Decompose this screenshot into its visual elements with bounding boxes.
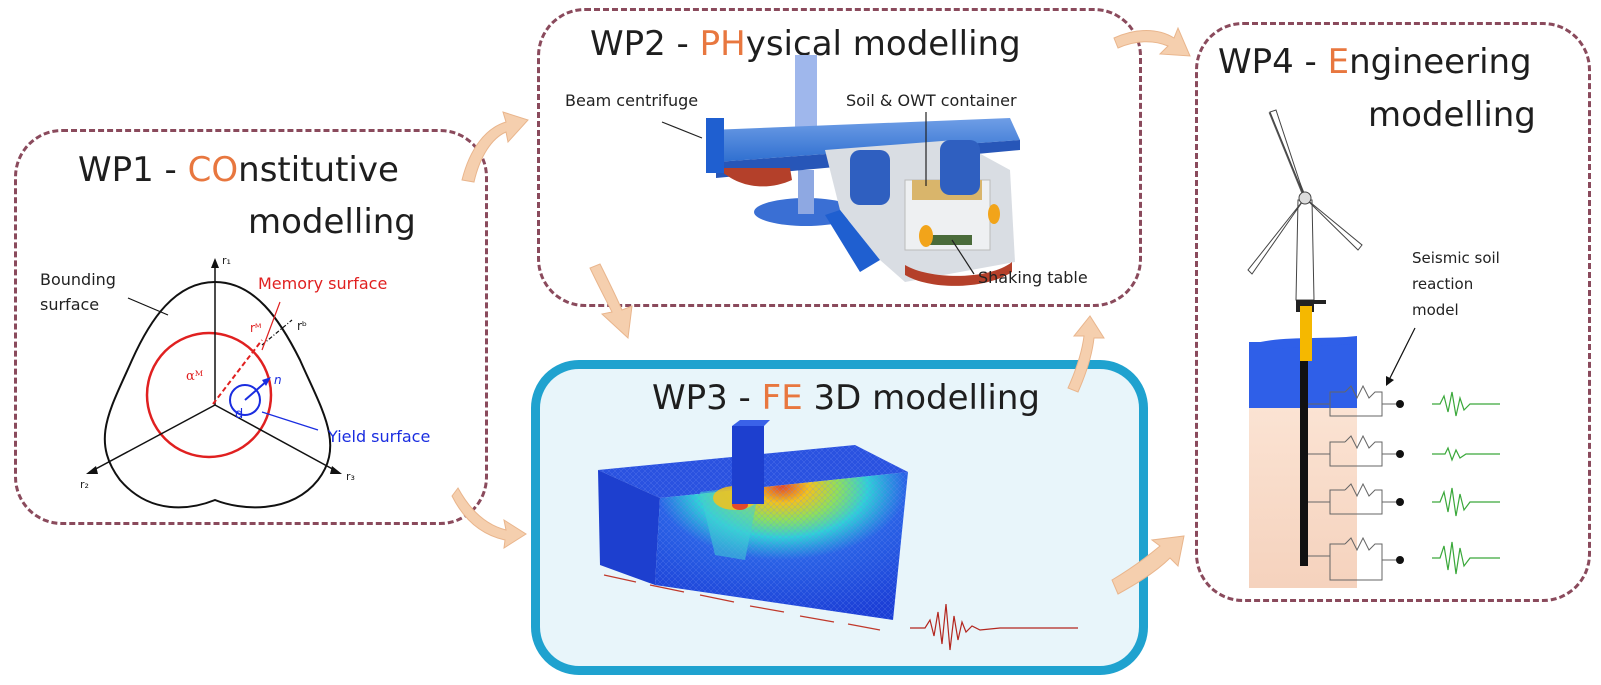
wp4-title: WP4 - Engineering [1218, 42, 1532, 82]
wp2-title-highlight: PH [699, 24, 746, 64]
seismic-signal [910, 603, 1078, 651]
wp1-diagram [86, 258, 342, 509]
wp2-panel [537, 8, 1142, 307]
seismic-label-line2: reaction [1412, 275, 1473, 293]
r3-label: r₃ [346, 470, 355, 483]
n-label: n [274, 373, 282, 387]
wp4-panel [1195, 22, 1591, 602]
wp4-title-line2: modelling [1368, 95, 1536, 135]
arrow-wp2-to-wp3 [589, 263, 633, 340]
wp4-title-rest: ngineering [1349, 42, 1532, 82]
wp1-title-prefix: WP1 - [78, 150, 188, 190]
shaking-table-label: Shaking table [978, 268, 1088, 287]
yield-surface-circle [229, 384, 261, 416]
wp1-title: WP1 - COnstitutive [78, 150, 399, 190]
arrow-wp1-to-wp3 [451, 487, 527, 549]
rm-label: rᴹ [250, 321, 261, 335]
memory-surface-label: Memory surface [258, 274, 387, 293]
container-label: Soil & OWT container [846, 91, 1017, 110]
wp4-title-highlight: E [1327, 42, 1350, 82]
arrow-wp2-to-wp4 [1113, 26, 1191, 57]
alpha-label: αᴹ [186, 369, 203, 384]
beam-centrifuge-label: Beam centrifuge [565, 91, 698, 110]
wp4-wind-turbine [1247, 109, 1500, 588]
flow-arrows [451, 26, 1191, 595]
wp2-title-rest: ysical modelling [745, 24, 1021, 64]
seismic-label-line3: model [1412, 301, 1459, 319]
seismic-label-line1: Seismic soil [1412, 249, 1500, 267]
bounding-label: Bounding [40, 270, 116, 289]
surface-label: surface [40, 295, 99, 314]
yield-surface-label: Yield surface [327, 427, 430, 446]
wp2-centrifuge-illustration [661, 55, 1020, 286]
wp3-fe-model [598, 420, 1078, 651]
wp3-title-rest: 3D modelling [802, 378, 1041, 418]
arrow-wp3-to-wp2 [1067, 315, 1105, 393]
wp2-title-prefix: WP2 - [590, 24, 700, 64]
wp3-title-highlight: FE [761, 378, 803, 418]
wp3-title: WP3 - FE 3D modelling [652, 378, 1040, 418]
wp1-title-line2: modelling [248, 202, 416, 242]
r2-label: r₂ [80, 478, 89, 491]
bounding-surface-curve [103, 280, 332, 509]
arrow-wp3-to-wp4 [1111, 535, 1185, 595]
memory-surface-circle [145, 331, 273, 459]
d-label: d [235, 407, 243, 422]
arrow-wp1-to-wp2 [461, 111, 529, 183]
wp1-title-rest: nstitutive [238, 150, 399, 190]
wp3-title-prefix: WP3 - [652, 378, 762, 418]
wp4-title-prefix: WP4 - [1218, 42, 1328, 82]
wp1-title-highlight: CO [187, 150, 239, 190]
rb-label: rᵇ [297, 319, 307, 333]
r1-label: r₁ [222, 254, 231, 267]
wp1-panel [14, 129, 488, 525]
wp2-title: WP2 - PHysical modelling [590, 24, 1021, 64]
